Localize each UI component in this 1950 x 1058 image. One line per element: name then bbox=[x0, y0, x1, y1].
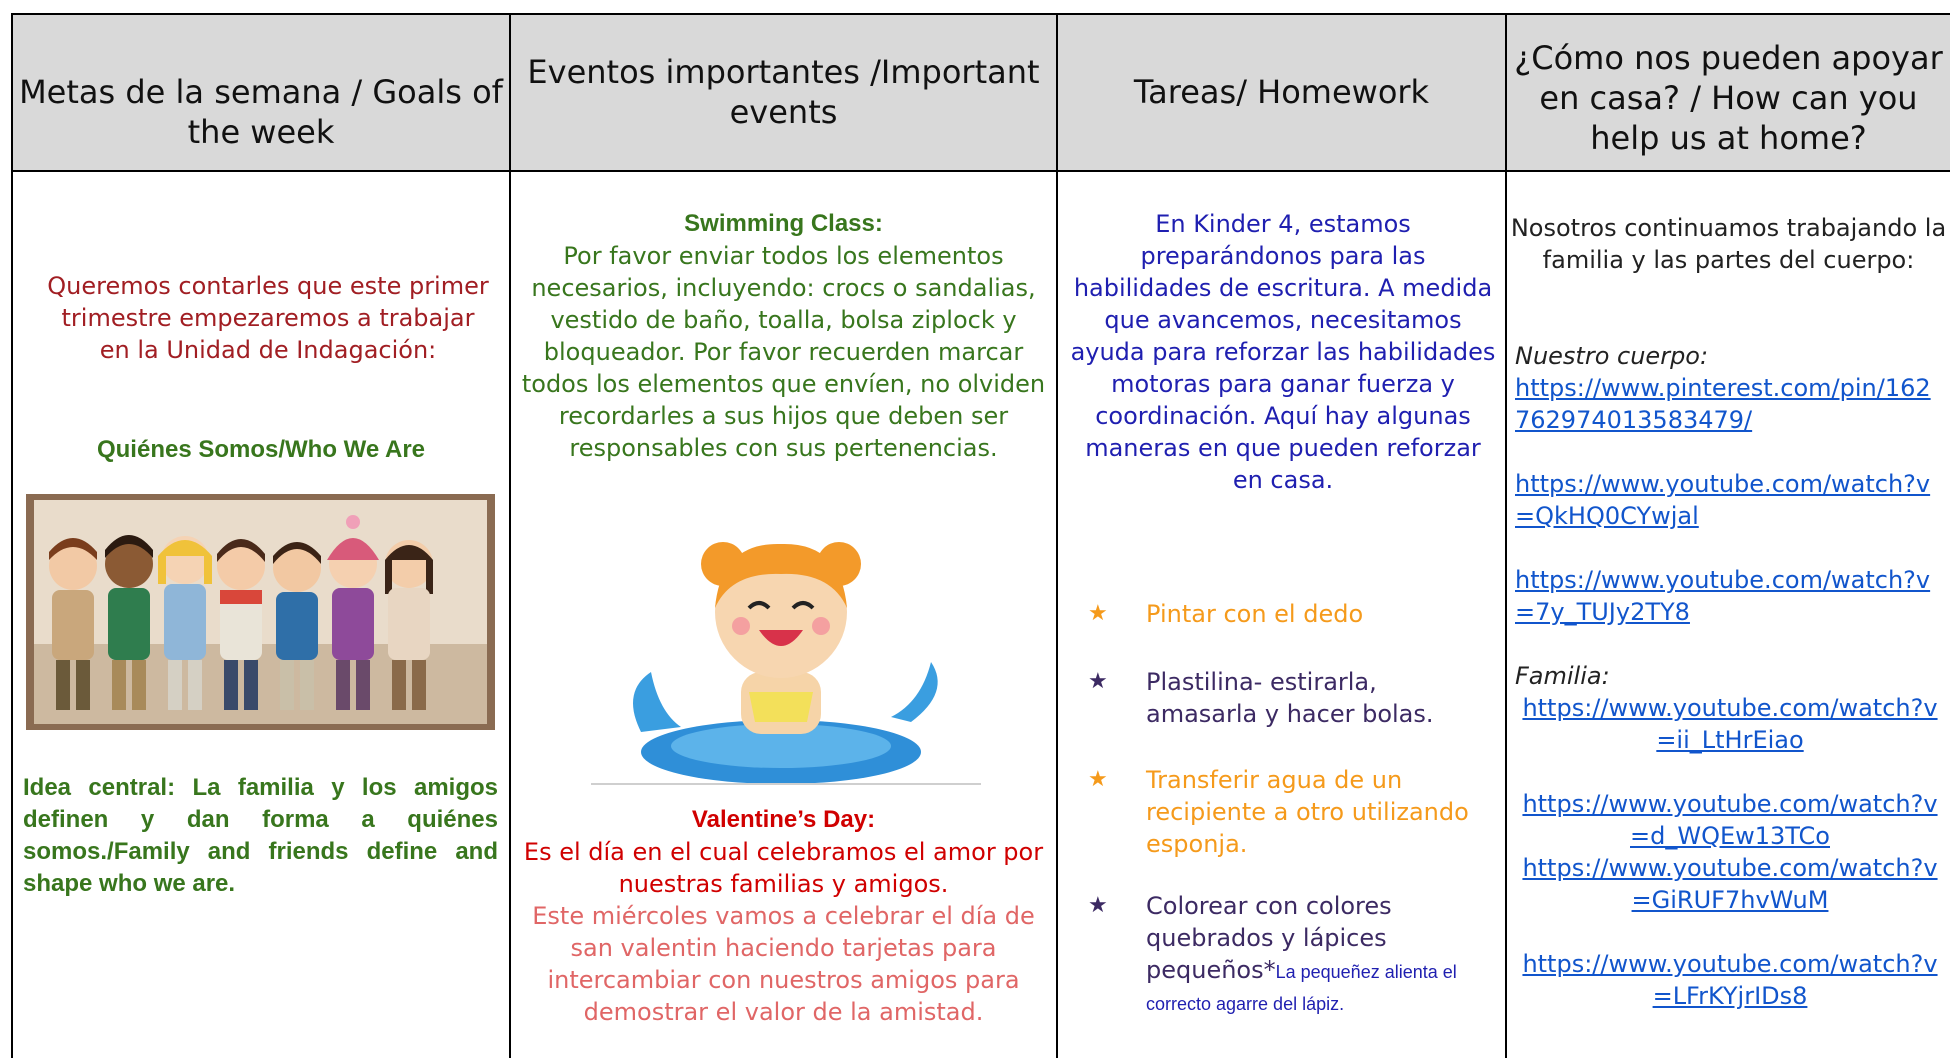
star-icon: ★ bbox=[1088, 669, 1108, 694]
header-homework: Tareas/ Homework bbox=[1133, 73, 1430, 111]
help-cell: Nosotros continuamos trabajando la famil… bbox=[1507, 172, 1950, 1052]
goals-cell: Queremos contarles que este primer trime… bbox=[13, 172, 509, 1052]
header-row bbox=[12, 14, 1950, 171]
homework-intro: En Kinder 4, estamos preparándonos para … bbox=[1070, 210, 1496, 494]
task-finger-paint: ★ Pintar con el dedo bbox=[1088, 598, 1488, 630]
table-border-top bbox=[12, 13, 1950, 15]
link-youtube-family-2[interactable]: https://www.youtube.com/watch?v=d_WQEw13… bbox=[1522, 790, 1938, 850]
task-coloring-text: Colorear con colores quebrados y lápices… bbox=[1146, 892, 1392, 984]
task-text: Colorear con colores quebrados y lápices… bbox=[1146, 890, 1488, 1018]
link-youtube-body-2[interactable]: https://www.youtube.com/watch?v=7y_TUJy2… bbox=[1515, 566, 1931, 626]
task-text: Pintar con el dedo bbox=[1146, 600, 1364, 628]
valentines-activity: Este miércoles vamos a celebrar el día d… bbox=[532, 902, 1035, 1026]
task-water-transfer: ★ Transferir agua de un recipiente a otr… bbox=[1088, 764, 1488, 860]
table-divider-3 bbox=[1505, 13, 1507, 1058]
table-border-left bbox=[11, 13, 13, 1058]
task-coloring-note: La pequeñez alienta el correcto agarre d… bbox=[1146, 962, 1457, 1014]
task-coloring: ★ Colorear con colores quebrados y lápic… bbox=[1088, 890, 1488, 1018]
task-play-dough: ★ Plastilina- estirarla, amasarla y hace… bbox=[1088, 666, 1488, 730]
table-divider-2 bbox=[1056, 13, 1058, 1058]
swimming-class-body: Por favor enviar todos los elementos nec… bbox=[521, 242, 1046, 462]
link-youtube-family-4[interactable]: https://www.youtube.com/watch?v=LFrKYjrI… bbox=[1522, 950, 1938, 1010]
header-goals: Metas de la semana / Goals of the week bbox=[19, 73, 503, 151]
unit-title: Quiénes Somos/Who We Are bbox=[96, 436, 426, 463]
table-border-header bbox=[12, 170, 1950, 172]
girl-swimming-image bbox=[581, 522, 991, 792]
valentines-title: Valentine’s Day: bbox=[691, 806, 876, 833]
events-cell: Swimming Class: Por favor enviar todos l… bbox=[511, 172, 1056, 1052]
link-youtube-family-3[interactable]: https://www.youtube.com/watch?v=GiRUF7hv… bbox=[1522, 854, 1938, 914]
star-icon: ★ bbox=[1088, 767, 1108, 792]
swimming-class-title: Swimming Class: bbox=[684, 210, 883, 237]
central-idea: Idea central: La familia y los amigos de… bbox=[23, 774, 498, 897]
homework-cell: En Kinder 4, estamos preparándonos para … bbox=[1058, 172, 1505, 1052]
child-figures bbox=[49, 515, 433, 710]
help-intro: Nosotros continuamos trabajando la famil… bbox=[1510, 214, 1947, 274]
star-icon: ★ bbox=[1088, 601, 1108, 626]
task-text: Transferir agua de un recipiente a otro … bbox=[1146, 766, 1469, 858]
goals-intro: Queremos contarles que este primer trime… bbox=[47, 272, 489, 364]
children-group-image bbox=[26, 494, 495, 730]
star-icon: ★ bbox=[1088, 893, 1108, 918]
family-label: Familia: bbox=[1515, 662, 1610, 690]
header-help: ¿Cómo nos pueden apoyar en casa? / How c… bbox=[1514, 39, 1943, 157]
link-youtube-family-1[interactable]: https://www.youtube.com/watch?v=ii_LtHrE… bbox=[1522, 694, 1938, 754]
table-divider-1 bbox=[509, 13, 511, 1058]
valentines-body: Es el día en el cual celebramos el amor … bbox=[523, 838, 1044, 898]
link-pinterest-body[interactable]: https://www.pinterest.com/pin/1627629740… bbox=[1515, 374, 1931, 434]
task-text: Plastilina- estirarla, amasarla y hacer … bbox=[1146, 668, 1434, 728]
body-label: Nuestro cuerpo: bbox=[1515, 342, 1709, 370]
link-youtube-body-1[interactable]: https://www.youtube.com/watch?v=QkHQ0CYw… bbox=[1515, 470, 1931, 530]
header-events: Eventos importantes /Important events bbox=[527, 53, 1040, 131]
